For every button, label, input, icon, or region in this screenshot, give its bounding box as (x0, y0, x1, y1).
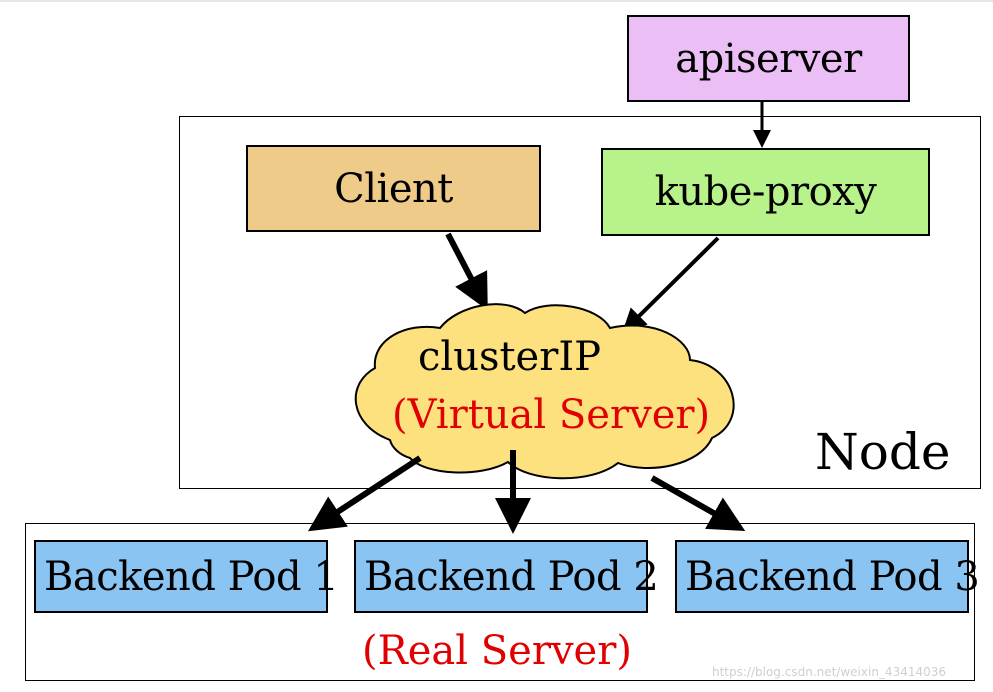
watermark-text: https://blog.csdn.net/weixin_43414036 (712, 665, 947, 679)
real-server-label: (Real Server) (362, 628, 632, 674)
kube-proxy-label: kube-proxy (654, 169, 877, 215)
backend-pod-3-label: Backend Pod 3 (685, 553, 980, 600)
client-label: Client (334, 165, 453, 212)
arrow-clusterip-to-pod-3 (650, 475, 746, 531)
backend-pod-1-box: Backend Pod 1 (34, 540, 339, 613)
backend-pod-2-label: Backend Pod 2 (364, 553, 659, 600)
node-frame (179, 116, 981, 489)
apiserver-label: apiserver (675, 35, 862, 82)
kube-proxy-box: kube-proxy (601, 148, 930, 236)
clusterip-label: clusterIP (418, 334, 602, 380)
backend-pod-2-box: Backend Pod 2 (354, 540, 659, 613)
backend-pod-3-box: Backend Pod 3 (675, 540, 980, 613)
top-border (0, 0, 993, 2)
node-label: Node (815, 423, 951, 481)
client-box: Client (246, 145, 541, 232)
arrow-client-to-clusterip (445, 232, 488, 311)
backend-pod-1-label: Backend Pod 1 (44, 553, 339, 600)
clusterip-cloud (354, 303, 735, 480)
arrow-clusterip-to-pod-1 (307, 455, 422, 532)
apiserver-box: apiserver (627, 15, 910, 102)
arrow-kube-proxy-to-clusterip (622, 236, 720, 333)
virtual-server-label: (Virtual Server) (392, 392, 711, 438)
